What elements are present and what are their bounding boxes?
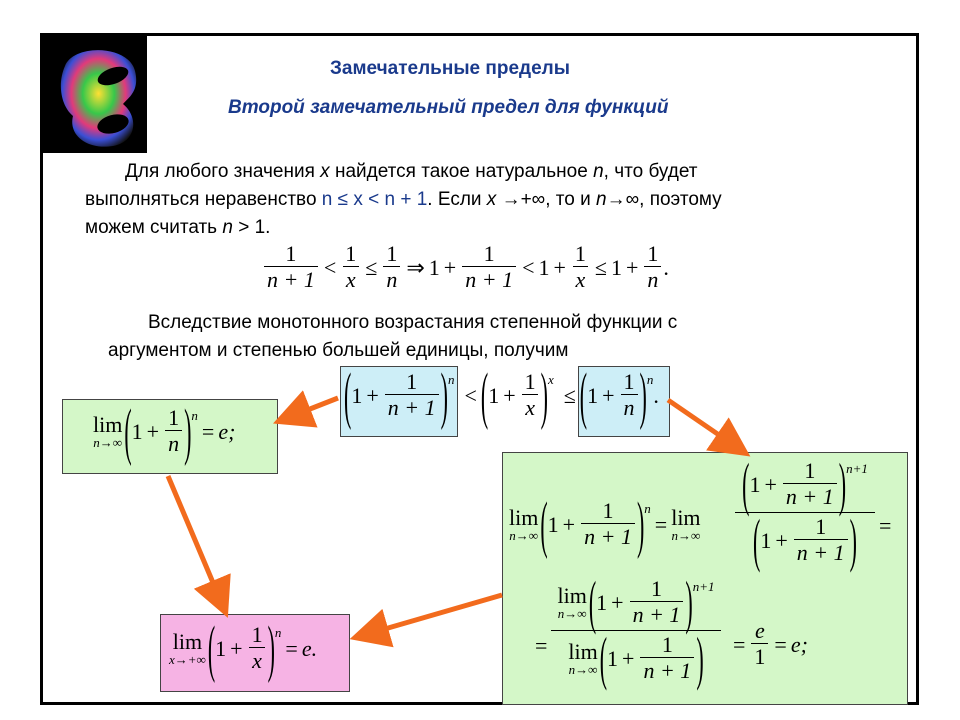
paragraph-1-line-1: Для любого значения x найдется такое нат… [125,161,698,182]
power-box-n-plus-1 [340,366,458,437]
torus-logo [43,36,147,153]
paragraph-2-line-1: Вследствие монотонного возрастания степе… [148,312,678,333]
paragraph-1-line-3: можем считать n > 1. [85,217,271,238]
power-box-n [578,366,670,437]
equals-sign: = [535,633,548,658]
paragraph-2-line-2: аргументом и степенью большей единицы, п… [108,340,569,361]
paragraph-1: Для любого значения x найдется такое нат… [85,158,915,242]
inequality: n ≤ x < n + 1 [321,189,428,210]
fraction-bar [551,630,721,631]
paragraph-2: Вследствие монотонного возрастания степе… [108,309,908,365]
slide-title: Замечательные пределы [330,58,570,79]
fraction-bar [735,512,875,513]
equals-sign: = [879,513,892,538]
paragraph-1-line-2: выполняться неравенство n ≤ x < n + 1. Е… [85,189,722,210]
slide-subtitle: Второй замечательный предел для функций [228,97,669,118]
